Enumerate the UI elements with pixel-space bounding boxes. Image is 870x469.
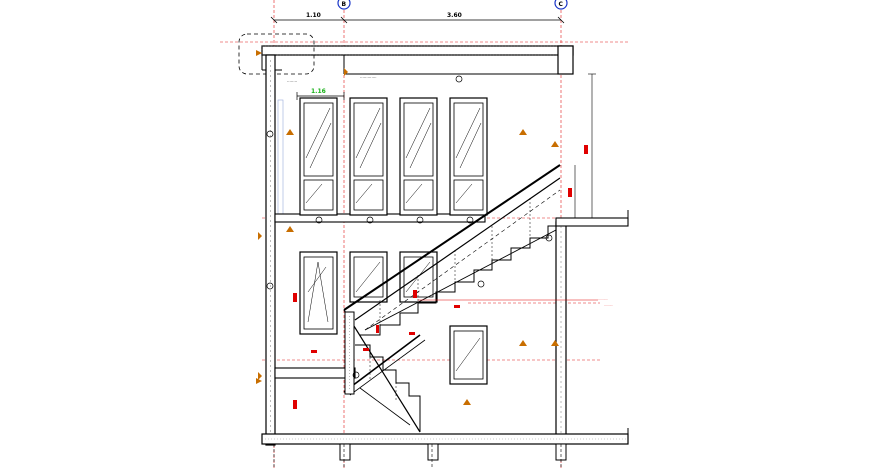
ground-slab xyxy=(261,433,629,461)
window xyxy=(349,97,388,216)
svg-text:C: C xyxy=(559,1,564,8)
window xyxy=(449,97,488,216)
roof-note: ........ xyxy=(287,78,297,83)
right-column xyxy=(555,217,629,438)
detail-callout-cloud xyxy=(238,33,315,75)
window xyxy=(299,97,338,216)
lower-window-row xyxy=(299,251,488,385)
left-wall-arrows xyxy=(256,50,262,384)
svg-text:B: B xyxy=(342,1,347,8)
level-note-sub: ......... xyxy=(604,303,613,307)
dimension-left: 1.10 xyxy=(306,12,321,19)
landing-note: ............. xyxy=(360,74,377,79)
red-tags xyxy=(293,145,588,409)
foundation-lines xyxy=(273,444,562,469)
left-wall xyxy=(265,54,284,446)
window xyxy=(449,325,488,385)
window xyxy=(299,251,338,335)
axis-bubble-b: B xyxy=(337,0,351,10)
top-dimension-line xyxy=(270,16,565,24)
section-markers xyxy=(258,68,559,405)
right-slab-extension xyxy=(566,210,629,444)
axis-bubble-c: C xyxy=(554,0,568,10)
right-vertical-dimension xyxy=(574,73,596,219)
window xyxy=(399,97,438,216)
upper-window-row xyxy=(299,97,488,216)
detail-markers xyxy=(266,75,553,379)
lower-stair-flight xyxy=(343,309,426,433)
stair-landing-column xyxy=(344,311,355,395)
level-note: .......... xyxy=(598,297,608,301)
window-width-dimension xyxy=(296,92,345,100)
upper-stair-flight xyxy=(343,164,561,336)
roof-slab xyxy=(261,45,574,75)
window-width-label: 1.16 xyxy=(311,88,326,95)
dimension-right: 3.60 xyxy=(447,12,462,19)
